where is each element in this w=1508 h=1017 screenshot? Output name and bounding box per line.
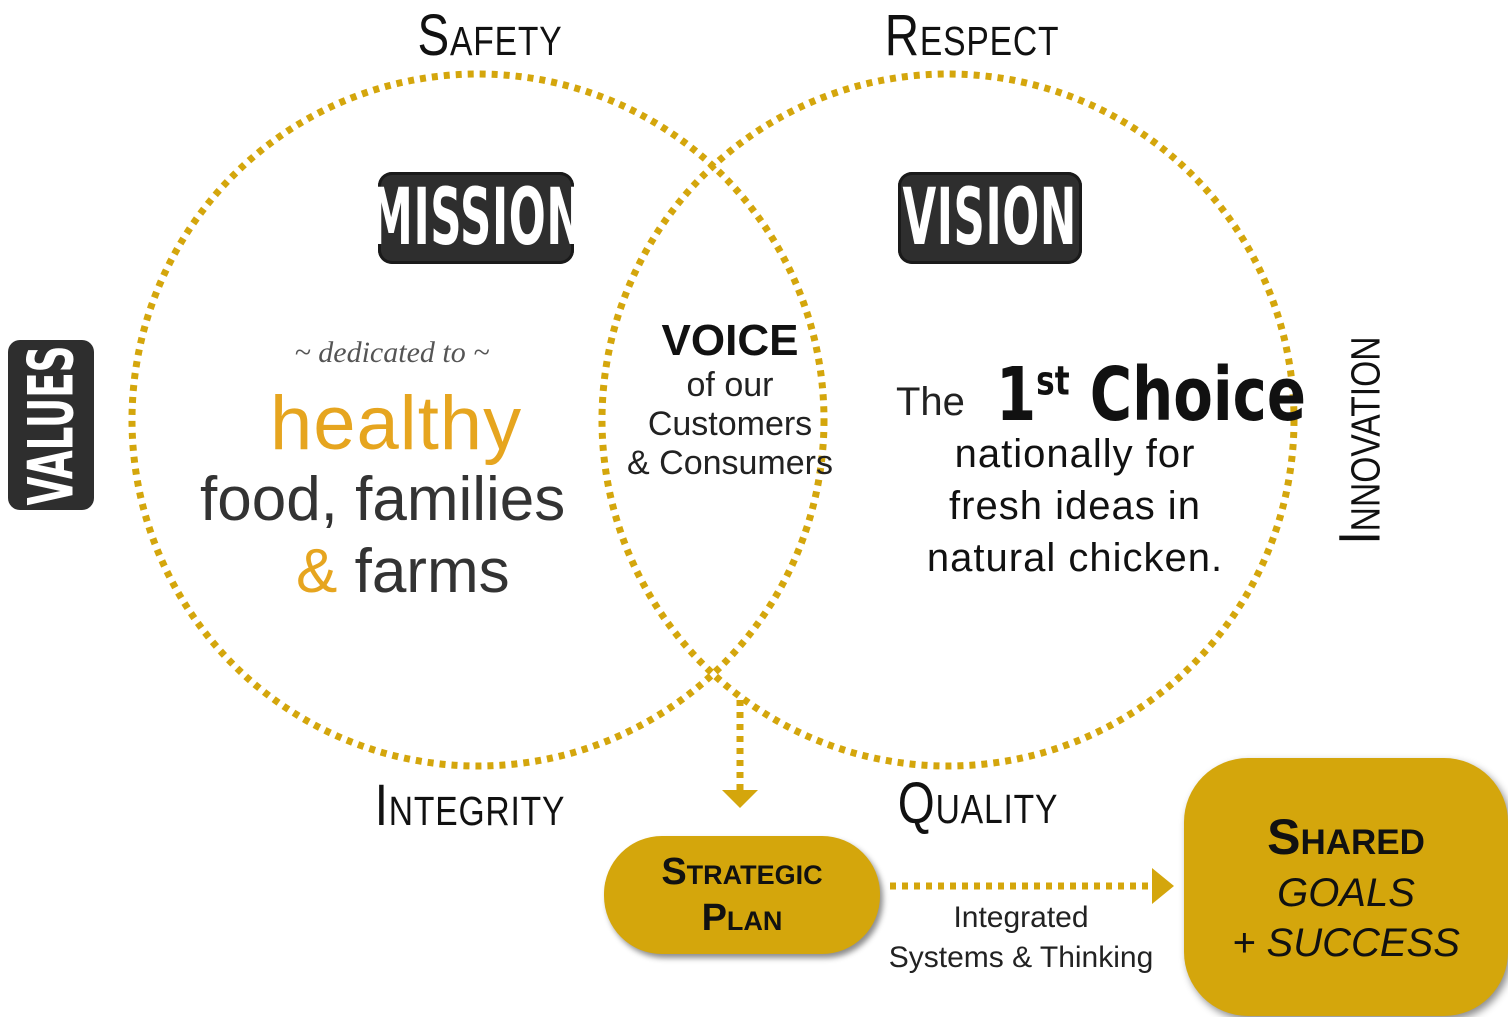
shared-goals-pill: Shared GOALS + SUCCESS <box>1184 758 1508 1016</box>
strategic-plan-line2: Plan <box>701 897 783 939</box>
strategic-plan-line1: Strategic <box>661 851 823 893</box>
values-plaque-label: VALUES <box>14 345 88 505</box>
vision-plaque-label: VISION <box>902 173 1078 263</box>
integrated-line2: Systems & Thinking <box>888 941 1154 974</box>
vision-circle <box>598 70 1298 770</box>
shared-title: Shared <box>1267 809 1425 865</box>
mission-plaque: MISSION <box>369 172 582 264</box>
value-integrity: Integrity <box>374 773 566 838</box>
down-arrow-head <box>722 790 758 808</box>
vision-first-sup: st <box>1036 358 1070 405</box>
mission-plaque-label: MISSION <box>369 173 583 263</box>
mission-food-families: food, families <box>200 465 566 534</box>
integrated-systems-label: Integrated Systems & Thinking <box>866 898 1176 978</box>
mission-farms: farms <box>354 537 510 606</box>
vision-choice: Choice <box>1089 352 1307 438</box>
values-plaque: VALUES <box>8 340 94 510</box>
voice-consumers: & Consumers <box>627 444 833 482</box>
voice-of-our: of our <box>686 366 774 404</box>
value-innovation: Innovation <box>1327 335 1393 545</box>
vision-first-number: 1 <box>996 352 1037 438</box>
vision-fresh-ideas: fresh ideas in <box>949 484 1201 528</box>
mission-dedicated: ~ dedicated to ~ <box>294 336 490 369</box>
mission-ampersand: & <box>296 537 338 606</box>
vision-natural-chicken: natural chicken. <box>926 536 1224 580</box>
strategic-plan-pill: Strategic Plan <box>604 836 880 954</box>
voice-block: VOICE of our Customers & Consumers <box>610 316 850 483</box>
integrated-line1: Integrated <box>953 901 1089 934</box>
value-quality: Quality <box>897 771 1059 836</box>
value-respect: Respect <box>884 3 1060 68</box>
vision-nationally: nationally for <box>954 432 1196 476</box>
mission-farms-line: & farms <box>296 536 510 607</box>
right-arrow-head <box>1152 868 1174 904</box>
voice-title: VOICE <box>661 316 799 365</box>
shared-goals: GOALS <box>1277 871 1415 915</box>
mission-circle <box>128 70 828 770</box>
voice-customers: Customers <box>647 405 813 443</box>
vision-plaque: VISION <box>898 172 1082 264</box>
vision-the: The <box>896 380 965 424</box>
value-safety: Safety <box>417 3 563 68</box>
mission-healthy: healthy <box>270 381 523 466</box>
vision-first-choice: 1st Choice <box>996 352 1306 438</box>
shared-success: + SUCCESS <box>1232 921 1460 965</box>
